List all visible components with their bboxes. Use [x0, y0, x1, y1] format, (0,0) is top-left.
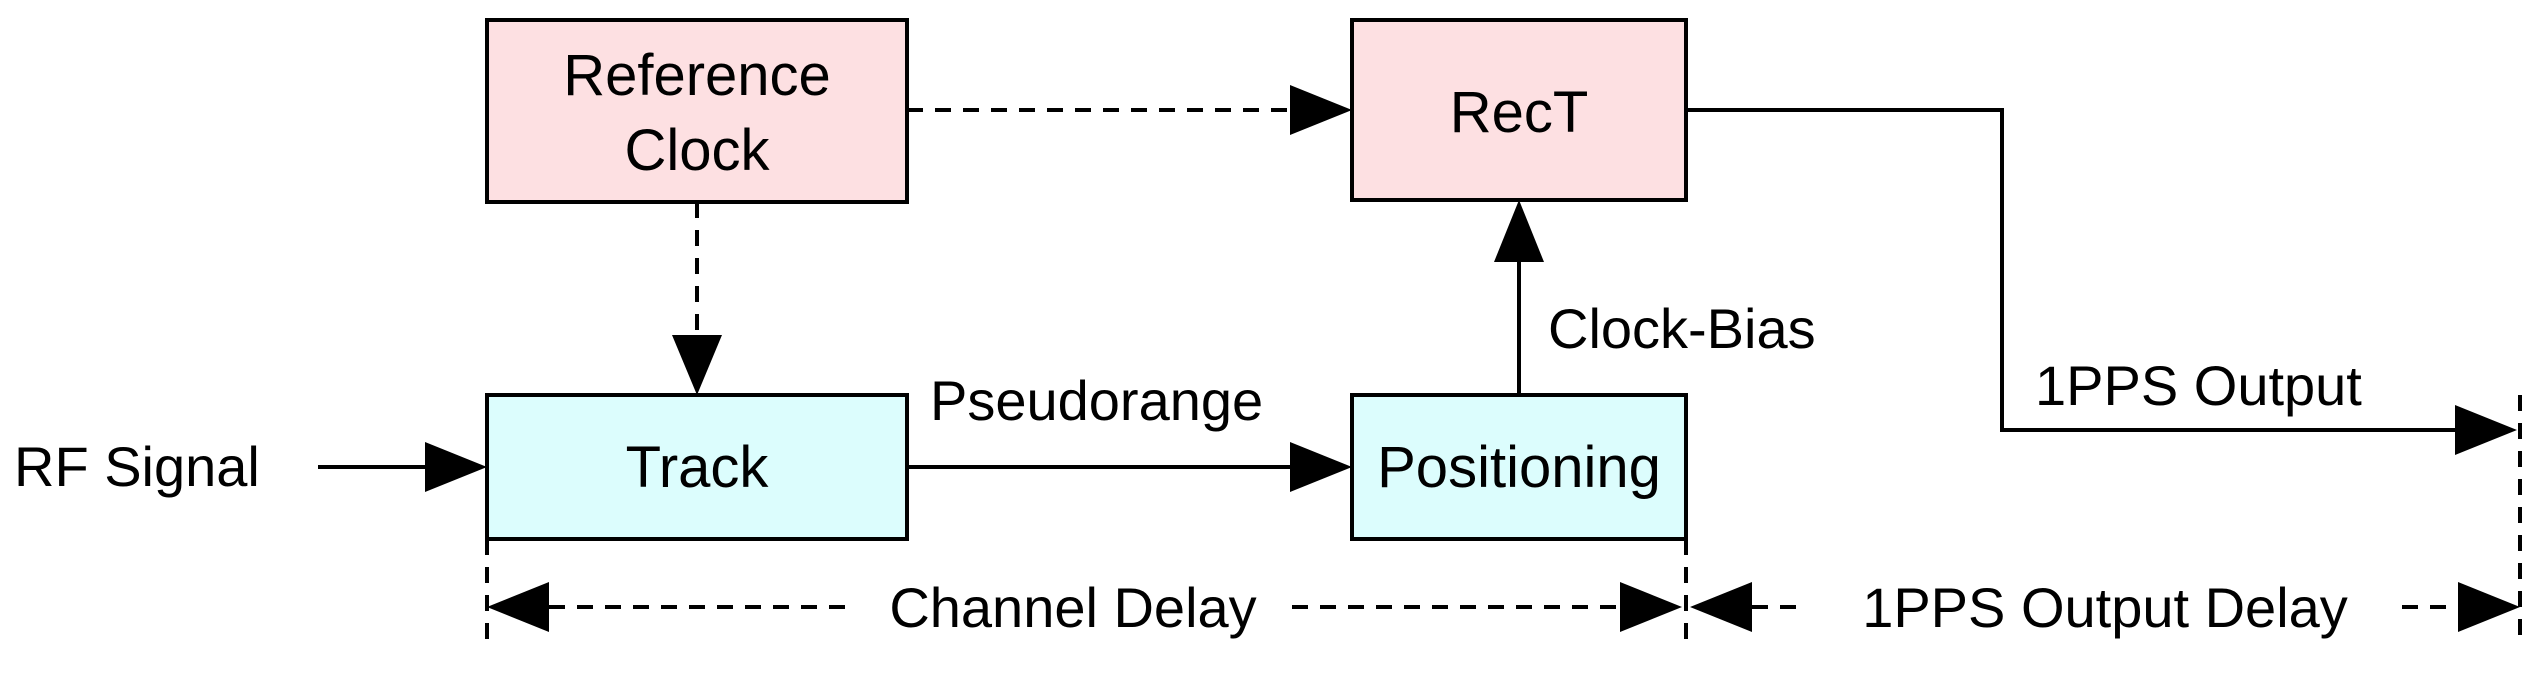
track-label: Track — [626, 435, 770, 500]
clock-bias-arrow — [1494, 200, 1544, 395]
rf-signal-arrow — [318, 442, 487, 492]
channel-delay-label: Channel Delay — [889, 576, 1256, 639]
refclock-to-track-arrow — [672, 202, 722, 395]
reference-clock-block: Reference Clock — [485, 18, 909, 204]
rect-block: RecT — [1350, 18, 1688, 202]
pps-output-delay-label: 1PPS Output Delay — [1862, 576, 2348, 639]
channel-delay-dimension — [487, 582, 1682, 632]
track-block: Track — [485, 393, 909, 541]
reference-clock-label-line2: Clock — [624, 118, 770, 183]
rf-signal-label: RF Signal — [14, 435, 260, 498]
pseudorange-label: Pseudorange — [930, 369, 1263, 432]
pps-output-arrow — [1686, 108, 2517, 455]
rect-label: RecT — [1450, 80, 1589, 145]
positioning-box — [1350, 393, 1688, 541]
positioning-block: Positioning — [1350, 393, 1688, 541]
rect-box — [1350, 18, 1688, 202]
reference-clock-box — [485, 18, 909, 204]
pps-output-label: 1PPS Output — [2035, 354, 2362, 417]
clock-bias-label: Clock-Bias — [1548, 297, 1816, 360]
pps-output-delay-dimension — [1690, 582, 2520, 632]
positioning-label: Positioning — [1377, 435, 1661, 500]
refclock-to-rect-arrow — [907, 85, 1352, 135]
reference-clock-label-line1: Reference — [563, 43, 831, 108]
pseudorange-arrow — [907, 442, 1352, 492]
